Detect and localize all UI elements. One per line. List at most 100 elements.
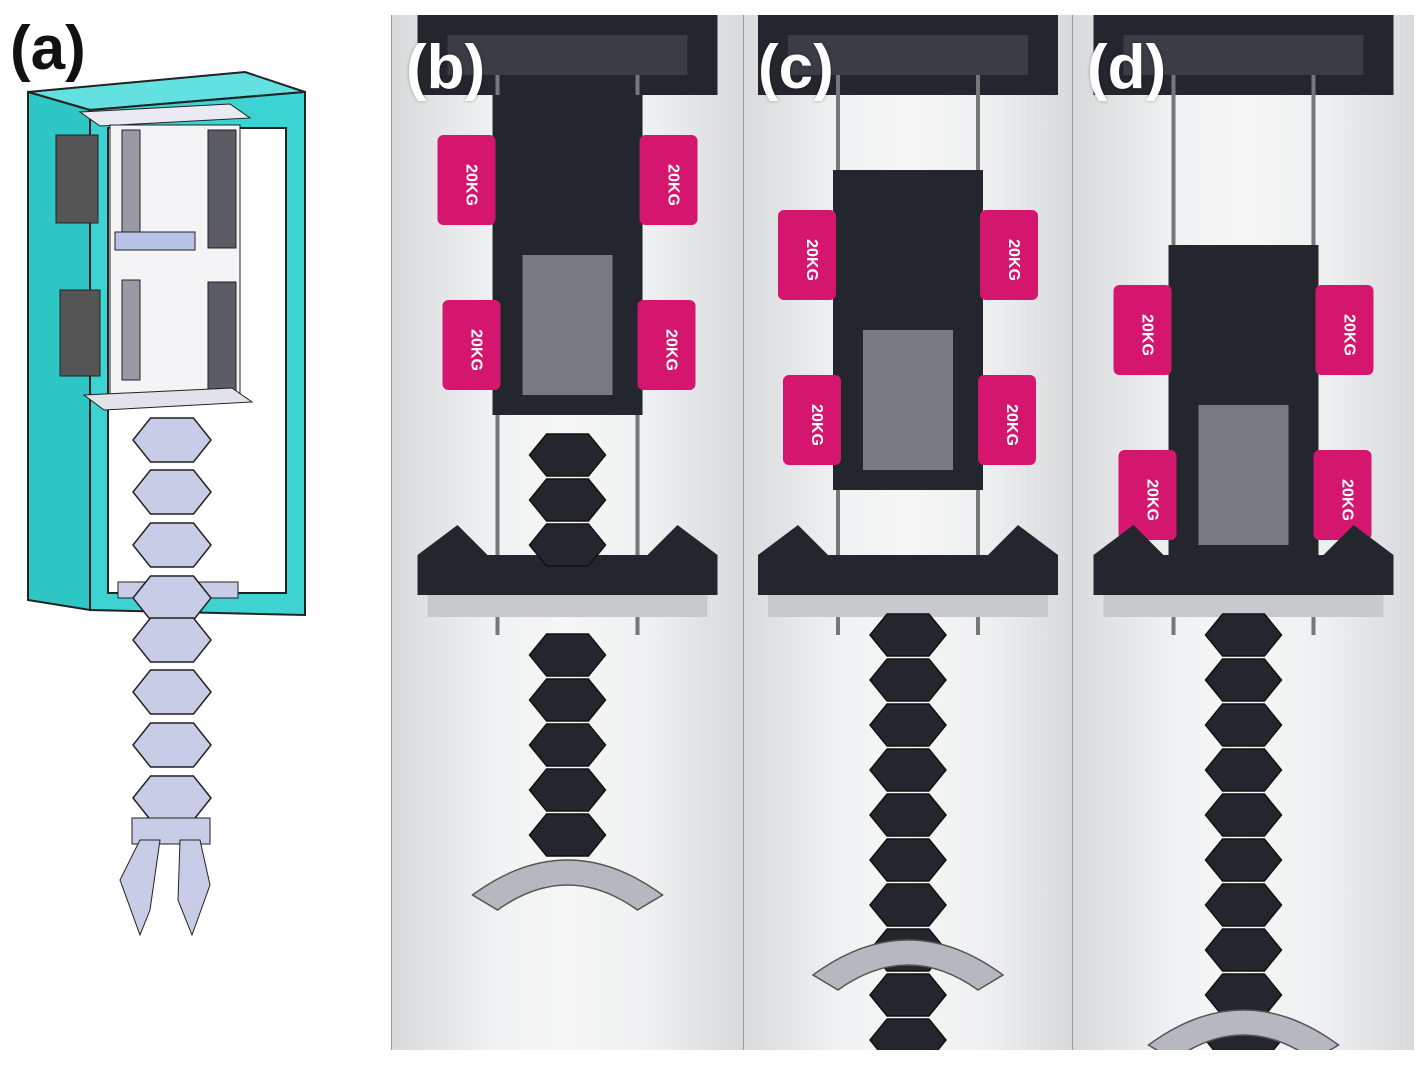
servo-label-1: 20KG bbox=[1139, 314, 1156, 356]
segment-3 bbox=[869, 703, 947, 747]
servo-1 bbox=[437, 135, 496, 225]
panel-a-cad-render: (a) bbox=[0, 0, 380, 1068]
servo-1 bbox=[1113, 285, 1172, 375]
segment-3 bbox=[528, 523, 607, 567]
top-frame-window bbox=[1123, 35, 1364, 75]
segment-7 bbox=[528, 768, 607, 812]
pulley-stack bbox=[522, 255, 613, 395]
cad-middle-plate bbox=[114, 231, 196, 251]
segment-1 bbox=[869, 613, 947, 657]
robot-photo-d: 20KG 20KG 20KG 20KG bbox=[1093, 15, 1394, 1050]
servo-label-2: 20KG bbox=[1341, 314, 1358, 356]
servo-label-2: 20KG bbox=[665, 164, 682, 206]
servo-label-1: 20KG bbox=[463, 164, 480, 206]
segment-6 bbox=[528, 723, 607, 767]
servo-label-3: 20KG bbox=[808, 404, 825, 446]
base-bracket-left bbox=[417, 525, 488, 555]
panel-b-photo: 20KG 20KG 20KG 20KG (b) bbox=[391, 15, 743, 1050]
base-bracket-right bbox=[647, 525, 718, 555]
panel-b-label: (b) bbox=[406, 33, 486, 102]
servo-label-1: 20KG bbox=[803, 239, 820, 281]
robot-photo-c: 20KG 20KG 20KG 20KG bbox=[758, 15, 1058, 1050]
servo-2 bbox=[1315, 285, 1374, 375]
servo-2 bbox=[980, 210, 1038, 300]
cad-gripper-left-jaw bbox=[119, 839, 161, 937]
servo-4 bbox=[1313, 450, 1372, 540]
servo-label-4: 20KG bbox=[1339, 479, 1356, 521]
robot-photo-b: 20KG 20KG 20KG 20KG bbox=[417, 15, 718, 911]
top-frame-window bbox=[788, 35, 1028, 75]
panel-d-photo: 20KG 20KG 20KG 20KG (d) bbox=[1072, 15, 1414, 1050]
segment-8 bbox=[1204, 928, 1283, 972]
gripper bbox=[471, 859, 664, 911]
base-frame bbox=[1093, 555, 1394, 595]
panel-c-photo: 20KG 20KG 20KG 20KG (c) bbox=[743, 15, 1072, 1050]
segment-6 bbox=[869, 838, 947, 882]
cad-segment-8 bbox=[132, 775, 212, 821]
segment-7 bbox=[869, 883, 947, 927]
cad-plate-bottom bbox=[82, 387, 254, 411]
servo-label-4: 20KG bbox=[663, 329, 680, 371]
cad-segment-2 bbox=[132, 469, 212, 515]
segment-3 bbox=[1204, 703, 1283, 747]
cad-drawing bbox=[27, 70, 306, 937]
servo-2 bbox=[639, 135, 698, 225]
segment-5 bbox=[1204, 793, 1283, 837]
servo-label-4: 20KG bbox=[1003, 404, 1020, 446]
servo-3 bbox=[783, 375, 841, 465]
cad-servo-left-top bbox=[55, 134, 99, 224]
segment-5 bbox=[869, 793, 947, 837]
base-bracket-right bbox=[1323, 525, 1394, 555]
gripper bbox=[1147, 1009, 1340, 1050]
segment-1 bbox=[528, 433, 607, 477]
cad-segment-3 bbox=[132, 522, 212, 568]
segment-2 bbox=[1204, 658, 1283, 702]
cad-servo-inner-3 bbox=[207, 129, 237, 249]
segment-8 bbox=[528, 813, 607, 857]
servo-3 bbox=[1118, 450, 1177, 540]
segment-10 bbox=[869, 1018, 947, 1050]
cad-servo-inner-4 bbox=[207, 281, 237, 393]
cad-segment-5 bbox=[132, 617, 212, 663]
cad-servo-inner-2 bbox=[121, 279, 141, 381]
servo-label-3: 20KG bbox=[1144, 479, 1161, 521]
segment-9 bbox=[869, 973, 947, 1017]
pulley-stack bbox=[1198, 405, 1289, 545]
base-frame bbox=[758, 555, 1058, 595]
pulley-stack bbox=[863, 330, 953, 470]
cad-segment-1 bbox=[132, 417, 212, 463]
servo-4 bbox=[978, 375, 1036, 465]
gripper bbox=[811, 939, 1005, 991]
top-frame-window bbox=[447, 35, 688, 75]
base-bracket-left bbox=[758, 525, 828, 555]
acrylic-plate bbox=[1103, 595, 1384, 617]
segment-5 bbox=[528, 678, 607, 722]
base-bracket-left bbox=[1093, 525, 1164, 555]
servo-3 bbox=[442, 300, 501, 390]
servo-label-2: 20KG bbox=[1005, 239, 1022, 281]
cad-servo-inner-1 bbox=[121, 129, 141, 241]
servo-label-3: 20KG bbox=[468, 329, 485, 371]
base-bracket-right bbox=[988, 525, 1058, 555]
cad-gripper-right-jaw bbox=[177, 839, 211, 937]
segment-4 bbox=[1204, 748, 1283, 792]
segment-6 bbox=[1204, 838, 1283, 882]
cad-plate-top bbox=[78, 103, 252, 127]
segment-7 bbox=[1204, 883, 1283, 927]
cad-segment-7 bbox=[132, 722, 212, 768]
acrylic-plate bbox=[427, 595, 708, 617]
servo-4 bbox=[637, 300, 696, 390]
panel-a-label: (a) bbox=[10, 14, 86, 83]
panel-d-label: (d) bbox=[1087, 33, 1167, 102]
cad-servo-left-bottom bbox=[59, 289, 101, 377]
cad-segment-4 bbox=[132, 575, 212, 621]
servo-1 bbox=[778, 210, 836, 300]
segment-4 bbox=[869, 748, 947, 792]
panel-c-label: (c) bbox=[758, 33, 834, 102]
cad-segments bbox=[132, 417, 212, 821]
segment-2 bbox=[528, 478, 607, 522]
acrylic-plate bbox=[768, 595, 1048, 617]
segment-4 bbox=[528, 633, 607, 677]
segment-2 bbox=[869, 658, 947, 702]
segment-1 bbox=[1204, 613, 1283, 657]
